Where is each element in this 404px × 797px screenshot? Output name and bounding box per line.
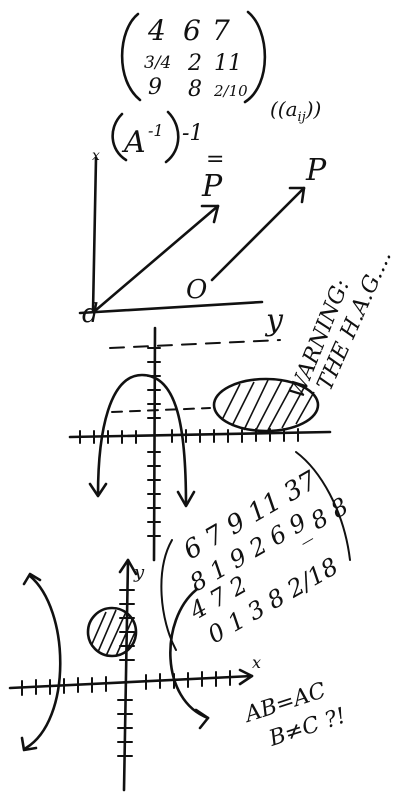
- double-inverse: A -1 -1 =: [111, 110, 224, 172]
- numbers-bracket: [160, 539, 177, 651]
- matrix: 4 6 7 3/4 2 11 9 8 2/10 ((aij)): [120, 10, 321, 125]
- matrix-entry-r3c2: 8: [188, 77, 202, 102]
- matrix-entry-r1c3: 7: [212, 14, 230, 47]
- vector-o-label: O: [186, 275, 207, 305]
- left-branch-arrow-top: [22, 572, 42, 586]
- circle-hatching: [91, 609, 137, 657]
- matrix-entry-r3c3: 2/10: [213, 82, 248, 100]
- vector-sketch: x d P P O y: [78, 148, 327, 338]
- bottom-vertical-axis: [122, 558, 130, 792]
- vector-origin-label: d: [82, 299, 99, 329]
- right-branch-arrow: [194, 708, 210, 730]
- matrix-entry-r2c2: 2: [187, 51, 202, 76]
- matrix-notation-sub: ij: [298, 110, 306, 125]
- vector-arrow-2: [210, 186, 306, 282]
- vector-axis-label: x: [92, 148, 100, 164]
- equations-note: AB=AC B≠C ?!: [240, 678, 349, 752]
- matrix-entry-r2c1: 3/4: [144, 53, 171, 73]
- bottom-horizontal-arrow: [238, 668, 254, 686]
- vector-arrowhead-1: [200, 204, 220, 224]
- matrix-entry-r2c3: 11: [214, 51, 242, 76]
- curve-around-numbers: [295, 451, 351, 561]
- left-hyperbola-branch: [24, 574, 62, 750]
- vector-horizontal-axis: [78, 300, 264, 315]
- inverse-inner-exp: -1: [148, 121, 164, 140]
- warning-note: WARNING: THE H.A.G....: [284, 247, 396, 403]
- parabola-curve: [96, 373, 188, 507]
- matrix-right-paren: [243, 10, 267, 104]
- matrix-entry-r1c1: 4: [147, 14, 166, 47]
- number-scribbles: 6 7 9 11 37 8 1 9 2 6 9 _ 8 8 4 7 2 0 1 …: [133, 465, 353, 651]
- vector-p-label-2: P: [305, 153, 327, 188]
- inverse-equals: =: [206, 147, 224, 172]
- matrix-notation-open: ((a: [270, 97, 298, 121]
- numbers-y-label: y: [133, 562, 145, 583]
- shaded-ellipse: [212, 377, 320, 433]
- inverse-inner: A: [121, 125, 146, 160]
- vector-y-label: y: [264, 303, 284, 338]
- parabola-arrow-right: [176, 490, 196, 508]
- bottom-x-label: x: [252, 653, 261, 672]
- ellipse-hatching: [221, 379, 315, 431]
- vector-vertical-axis: [91, 156, 98, 314]
- vector-p-label-1: P: [201, 169, 223, 204]
- dashed-line-mid: [111, 407, 211, 413]
- bottom-graph: x: [8, 558, 261, 792]
- dashed-line-top: [109, 339, 281, 349]
- parabola-graph: [68, 326, 351, 562]
- matrix-notation: ((aij)): [270, 97, 321, 125]
- inverse-outer-exp: -1: [182, 121, 203, 146]
- vector-arrowhead-2: [288, 186, 306, 204]
- matrix-left-paren: [120, 12, 142, 102]
- left-branch-arrow-bottom: [20, 736, 38, 752]
- bottom-vertical-arrow: [118, 558, 138, 576]
- matrix-entry-r1c2: 6: [183, 14, 201, 47]
- graph-vertical-ticks: [147, 347, 161, 537]
- matrix-notation-close: )): [305, 97, 322, 121]
- shaded-circle: [86, 606, 138, 658]
- matrix-entry-r3c1: 9: [148, 75, 162, 100]
- vector-arrow-1: [94, 204, 220, 312]
- parabola-arrow-left: [88, 482, 108, 498]
- inverse-left-paren: [111, 112, 128, 162]
- inverse-right-paren: [164, 110, 180, 164]
- right-hyperbola-branch: [169, 588, 210, 720]
